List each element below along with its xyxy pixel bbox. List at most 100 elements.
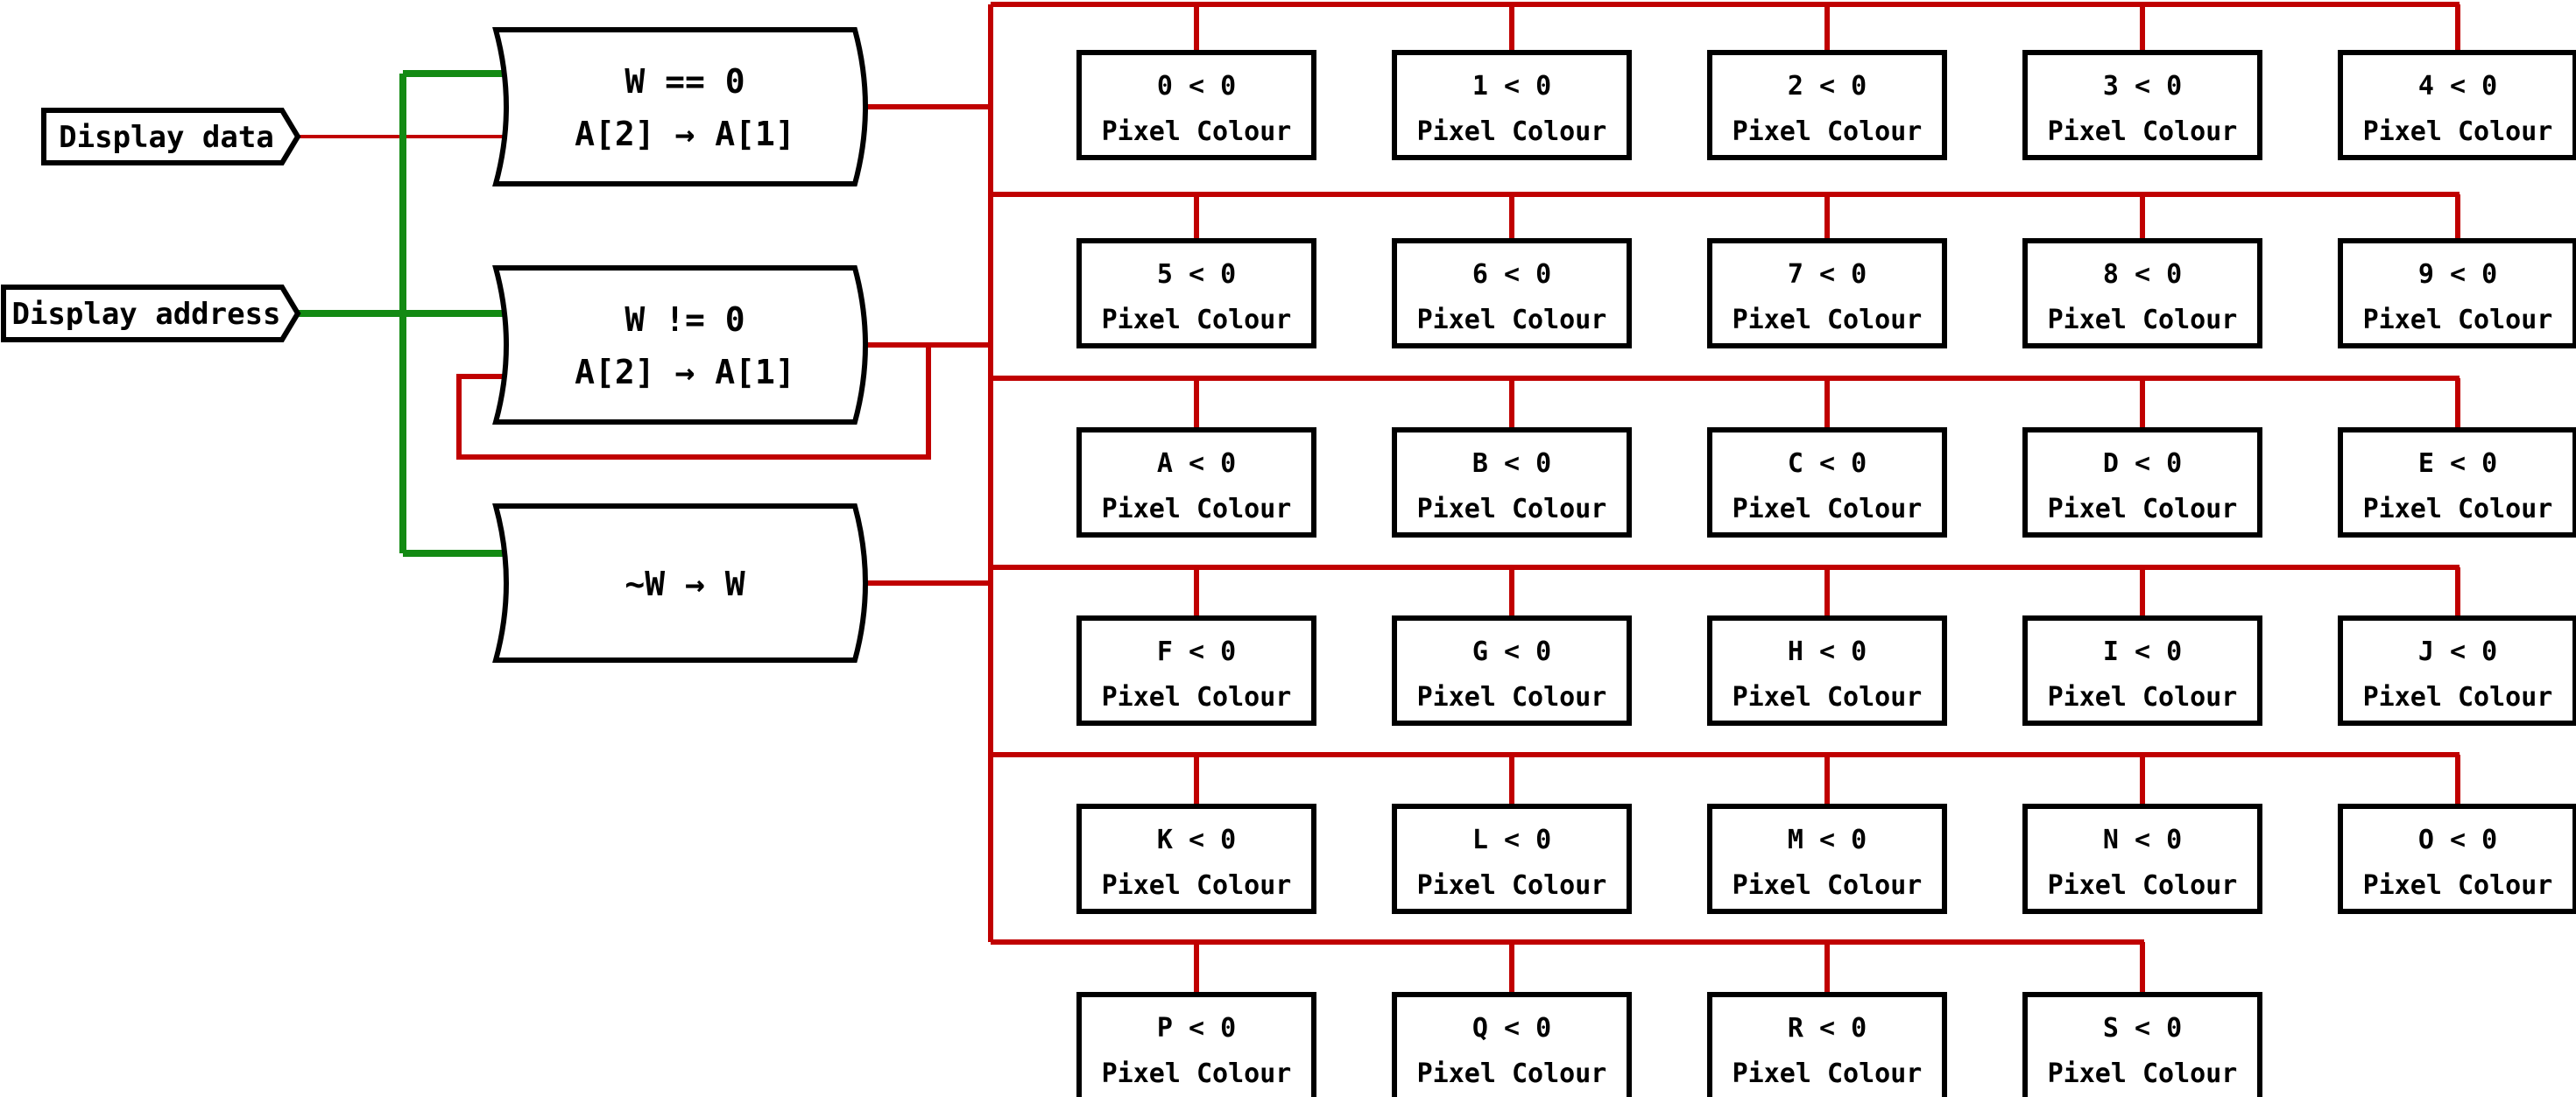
- pixel-cell: A < 0 Pixel Colour: [1076, 427, 1316, 538]
- pixel-cell-condition: C < 0: [1788, 448, 1867, 479]
- pixel-cell-condition: G < 0: [1472, 636, 1551, 667]
- pixel-cell-box: [2022, 238, 2262, 348]
- pixel-cell: D < 0 Pixel Colour: [2022, 427, 2262, 538]
- pixel-cell-box: [2022, 615, 2262, 726]
- pixel-cell: R < 0 Pixel Colour: [1707, 992, 1947, 1097]
- pixel-cell: 5 < 0 Pixel Colour: [1076, 238, 1316, 348]
- function-block-shape: [492, 503, 868, 663]
- pixel-cell-condition: A < 0: [1157, 448, 1236, 479]
- pixel-cell: E < 0 Pixel Colour: [2338, 427, 2576, 538]
- pixel-cell-label: Pixel Colour: [2048, 682, 2238, 713]
- pixel-cell-label: Pixel Colour: [1102, 870, 1292, 901]
- display-data-input-label: Display data: [59, 120, 274, 155]
- pixel-cell-condition: M < 0: [1788, 825, 1867, 855]
- display-address-input: Display address: [1, 285, 301, 342]
- pixel-cell-label: Pixel Colour: [2048, 305, 2238, 335]
- pixel-cell-condition: O < 0: [2418, 825, 2497, 855]
- pixel-cell-label: Pixel Colour: [2363, 305, 2553, 335]
- pixel-cell-box: [2022, 804, 2262, 914]
- pixel-cell: P < 0 Pixel Colour: [1076, 992, 1316, 1097]
- pixel-cell-condition: I < 0: [2103, 636, 2182, 667]
- pixel-cell: 2 < 0 Pixel Colour: [1707, 50, 1947, 160]
- pixel-cell-box: [1392, 804, 1632, 914]
- pixel-cell-label: Pixel Colour: [2048, 1058, 2238, 1089]
- display-data-input: Display data: [41, 108, 301, 165]
- pixel-cell-condition: 6 < 0: [1472, 259, 1551, 290]
- pixel-cell-condition: 0 < 0: [1157, 71, 1236, 102]
- pixel-cell: 4 < 0 Pixel Colour: [2338, 50, 2576, 160]
- pixel-cell: H < 0 Pixel Colour: [1707, 615, 1947, 726]
- pixel-cell-label: Pixel Colour: [1733, 682, 1923, 713]
- pixel-cell: 9 < 0 Pixel Colour: [2338, 238, 2576, 348]
- pixel-cell-box: [1707, 992, 1947, 1097]
- pixel-cell-box: [2338, 615, 2576, 726]
- pixel-cell-label: Pixel Colour: [1102, 1058, 1292, 1089]
- pixel-cell-condition: 2 < 0: [1788, 71, 1867, 102]
- pixel-cell-label: Pixel Colour: [1733, 494, 1923, 524]
- function-block: W != 0A[2] → A[1]: [492, 265, 868, 425]
- function-block-shape: [492, 27, 868, 186]
- pixel-cell-label: Pixel Colour: [1417, 305, 1607, 335]
- pixel-cell-label: Pixel Colour: [1102, 682, 1292, 713]
- pixel-cell-label: Pixel Colour: [1102, 494, 1292, 524]
- pixel-cell-box: [1392, 238, 1632, 348]
- pixel-cell-condition: P < 0: [1157, 1013, 1236, 1044]
- pixel-cell-label: Pixel Colour: [1102, 305, 1292, 335]
- pixel-cell-condition: N < 0: [2103, 825, 2182, 855]
- pixel-cell-box: [2022, 50, 2262, 160]
- pixel-cell-condition: Q < 0: [1472, 1013, 1551, 1044]
- pixel-cell-condition: D < 0: [2103, 448, 2182, 479]
- display-address-input-label: Display address: [11, 297, 280, 332]
- pixel-cell: K < 0 Pixel Colour: [1076, 804, 1316, 914]
- pixel-cell-condition: E < 0: [2418, 448, 2497, 479]
- pixel-cell-condition: 4 < 0: [2418, 71, 2497, 102]
- pixel-cell-condition: R < 0: [1788, 1013, 1867, 1044]
- pixel-cell-label: Pixel Colour: [1733, 116, 1923, 147]
- pixel-cell-condition: J < 0: [2418, 636, 2497, 667]
- pixel-cell: G < 0 Pixel Colour: [1392, 615, 1632, 726]
- pixel-cell-label: Pixel Colour: [1417, 494, 1607, 524]
- display-address-input-shape: [1, 285, 301, 342]
- pixel-cell-label: Pixel Colour: [1417, 682, 1607, 713]
- pixel-cell-label: Pixel Colour: [2363, 494, 2553, 524]
- pixel-cell-condition: 8 < 0: [2103, 259, 2182, 290]
- function-action: A[2] → A[1]: [575, 353, 795, 391]
- pixel-cell-condition: 5 < 0: [1157, 259, 1236, 290]
- pixel-cell-label: Pixel Colour: [1733, 1058, 1923, 1089]
- pixel-cell-condition: 9 < 0: [2418, 259, 2497, 290]
- pixel-cell-label: Pixel Colour: [2048, 116, 2238, 147]
- pixel-cell-box: [1707, 804, 1947, 914]
- pixel-cell-box: [1392, 992, 1632, 1097]
- pixel-cell-condition: H < 0: [1788, 636, 1867, 667]
- feedback-wire: [456, 345, 931, 460]
- pixel-cell-box: [1392, 615, 1632, 726]
- pixel-cell-label: Pixel Colour: [1733, 305, 1923, 335]
- pixel-cell-box: [1076, 238, 1316, 348]
- pixel-cell-condition: 3 < 0: [2103, 71, 2182, 102]
- pixel-cell-box: [1076, 427, 1316, 538]
- pixel-cell-box: [2338, 238, 2576, 348]
- pixel-cell-label: Pixel Colour: [2363, 682, 2553, 713]
- pixel-cell-label: Pixel Colour: [2363, 116, 2553, 147]
- pixel-cell-condition: L < 0: [1472, 825, 1551, 855]
- function-condition: ~W → W: [625, 565, 745, 603]
- pixel-cell-condition: K < 0: [1157, 825, 1236, 855]
- pixel-cell: 8 < 0 Pixel Colour: [2022, 238, 2262, 348]
- function-block: W == 0A[2] → A[1]: [492, 27, 868, 186]
- pixel-cell-label: Pixel Colour: [2048, 494, 2238, 524]
- pixel-cell-box: [1392, 427, 1632, 538]
- pixel-cell-box: [1707, 238, 1947, 348]
- function-condition: W == 0: [625, 62, 745, 101]
- pixel-cell-box: [1392, 50, 1632, 160]
